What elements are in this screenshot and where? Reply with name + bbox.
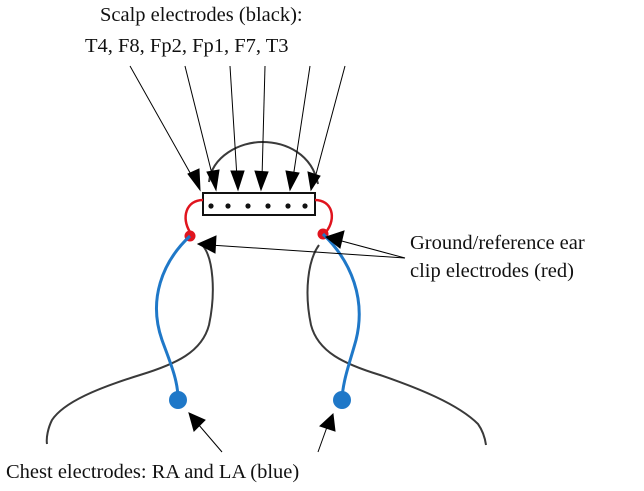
ear-clips xyxy=(184,198,334,233)
scalp-electrode-dot xyxy=(285,203,291,209)
scalp-arrowhead xyxy=(285,170,300,192)
scalp-arrowhead xyxy=(230,170,245,192)
chest-leader-arrows xyxy=(188,412,336,453)
ground-reference-label-line1: Ground/reference ear xyxy=(410,232,585,254)
chest-leader-line xyxy=(317,426,328,453)
scalp-arrowhead xyxy=(206,169,220,192)
head-top-outline xyxy=(208,140,319,185)
ground-arrowhead xyxy=(324,230,345,249)
scalp-electrodes-title: Scalp electrodes (black): xyxy=(100,4,303,26)
left-ear-clip-wire xyxy=(184,198,204,233)
scalp-arrowhead xyxy=(307,171,321,192)
scalp-leader-line xyxy=(184,65,214,179)
right-neck-shoulder-outline xyxy=(306,244,487,446)
scalp-leader-arrows xyxy=(129,65,346,192)
scalp-electrode-dot xyxy=(302,203,308,209)
scalp-arrowhead xyxy=(254,170,269,192)
chest-electrode-la xyxy=(333,391,351,409)
ground-leader-arrows xyxy=(196,230,406,259)
chest-arrowhead xyxy=(188,412,206,432)
body-outline xyxy=(45,140,487,446)
ground-leader-line xyxy=(209,244,406,259)
chest-electrodes-label: Chest electrodes: RA and LA (blue) xyxy=(6,461,299,483)
right-arm-lead-wire xyxy=(155,234,192,400)
scalp-leader-line xyxy=(292,65,311,179)
scalp-electrode-dot xyxy=(208,203,214,209)
left-arm-lead-wire xyxy=(321,232,361,400)
chest-leader-line xyxy=(197,423,223,453)
chest-arrowhead xyxy=(319,412,336,432)
right-ear-clip-wire xyxy=(314,198,334,233)
scalp-arrowhead xyxy=(187,168,201,192)
scalp-leader-line xyxy=(314,65,346,179)
scalp-leader-line xyxy=(229,65,238,179)
chest-leads xyxy=(155,232,361,400)
scalp-electrode-dot xyxy=(265,203,271,209)
scalp-electrode-dot xyxy=(245,203,251,209)
scalp-leader-line xyxy=(261,65,266,179)
scalp-electrode-dots xyxy=(208,203,308,209)
left-neck-shoulder-outline xyxy=(45,245,214,445)
scalp-electrode-dot xyxy=(225,203,231,209)
ground-arrowhead xyxy=(196,235,217,254)
scalp-leader-line xyxy=(129,65,194,179)
ground-leader-line xyxy=(337,239,406,259)
chest-electrode-ra xyxy=(169,391,187,409)
scalp-electrodes-list: T4, F8, Fp2, Fp1, F7, T3 xyxy=(85,35,289,57)
electrode-headband xyxy=(202,192,316,216)
ground-reference-label-line2: clip electrodes (red) xyxy=(410,260,574,282)
